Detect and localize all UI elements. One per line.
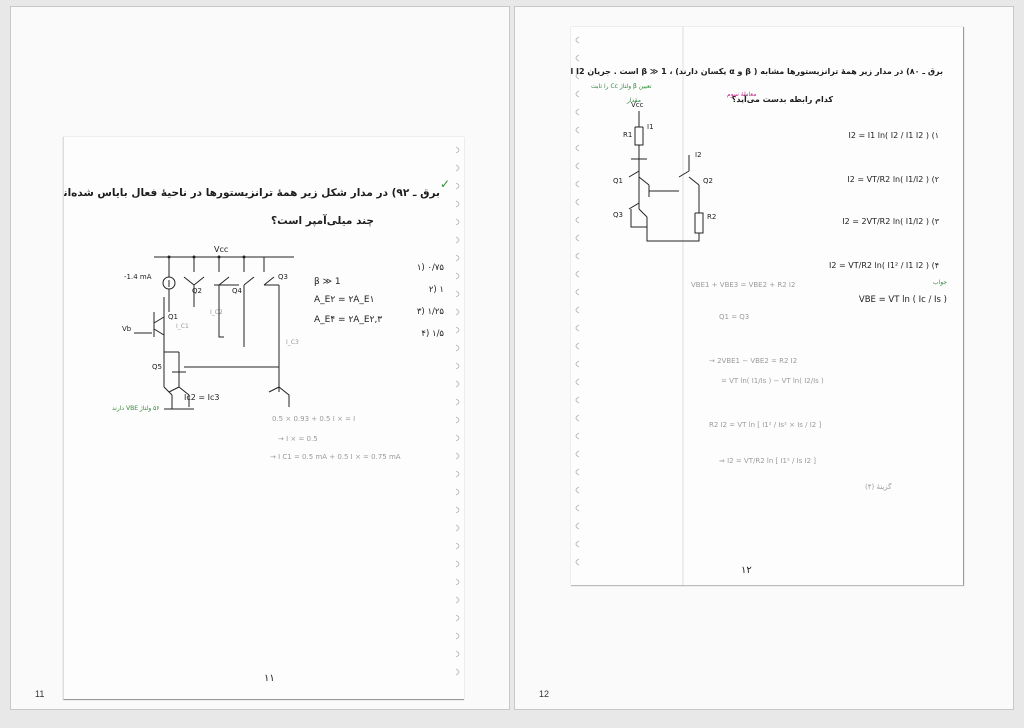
condition-1: β ≫ 1 <box>314 277 341 287</box>
scanned-notebook-page: برق ـ ۹۲) در مدار شکل زیر همهٔ ترانزیستو… <box>63 137 464 700</box>
question-line-1: برق ـ ۸۰) در مدار زیر همهٔ ترانزیستورها … <box>571 67 943 76</box>
pink-note: معادلهٔ سوم <box>727 91 757 98</box>
work-6: ⇒ I2 = VT/R2 ln [ I1² / Is I2 ] <box>719 457 816 465</box>
work-step-1: 0.5 × 0.93 + 0.5 I × = I <box>272 415 356 423</box>
question-line-2: چند میلی‌آمپر است؟ <box>271 215 374 227</box>
ic1-label: I_C1 <box>176 323 189 330</box>
ic3-label: I_C3 <box>286 339 299 346</box>
option-1: I2 = I1 ln( I2 / I1 I2 ) (۱ <box>848 131 939 140</box>
check-mark-icon: ✓ <box>439 177 450 191</box>
vcc-label: Vcc <box>631 101 644 109</box>
current-source-label: -1.4 mA <box>124 273 152 281</box>
spiral-binding <box>575 36 580 566</box>
r1-label: R1 <box>623 131 633 139</box>
spiral-binding <box>455 146 460 676</box>
option-2: I2 = VT/R2 ln( I1/I2 ) (۲ <box>847 175 939 184</box>
vb-label: Vb <box>122 325 132 333</box>
ic2-label: I_C2 <box>210 309 223 316</box>
condition-2: A_E۲ = ۲A_E۱ <box>314 295 375 305</box>
green-note: ۵۶ ولتاژ VBE دارند <box>112 405 160 412</box>
q2-label: Q2 <box>192 287 202 295</box>
page-12: برق ـ ۸۰) در مدار زیر همهٔ ترانزیستورها … <box>514 6 1014 710</box>
page-number: 11 <box>35 689 45 699</box>
handwritten-page-number: ۱۲ <box>741 565 752 576</box>
work-3: → 2VBE1 − VBE2 = R2 I2 <box>709 357 798 365</box>
work-5: R2 I2 = VT ln [ I1² / Is² × Is / I2 ] <box>709 421 822 429</box>
q1-label: Q1 <box>613 177 623 185</box>
vbe-formula-note: VBE = VT ln ( Ic / Is ) <box>858 295 947 305</box>
work-1: VBE1 + VBE3 = VBE2 + R2 I2 <box>691 281 796 289</box>
r2-label: R2 <box>707 213 717 221</box>
option-1: ۰/۷۵ (۱ <box>416 263 444 273</box>
i2-label: I2 <box>695 151 702 159</box>
page-11: برق ـ ۹۲) در مدار شکل زیر همهٔ ترانزیستو… <box>10 6 510 710</box>
margin-line <box>682 27 684 585</box>
work-4: = VT ln( I1/Is ) − VT ln( I2/Is ) <box>721 377 824 385</box>
green-note: تعیین β ولتاژ Cc را ثابت <box>591 83 652 90</box>
condition-3: A_E۴ = ۲A_E۲,۳ <box>314 315 383 325</box>
option-3: ۱/۲۵ (۳ <box>416 307 444 317</box>
option-4: ۱/۵ (۴ <box>421 329 444 339</box>
scanned-notebook-page: برق ـ ۸۰) در مدار زیر همهٔ ترانزیستورها … <box>571 27 964 586</box>
handwritten-page-number: ۱۱ <box>264 673 275 684</box>
page-number: 12 <box>539 689 550 699</box>
q2-label: Q2 <box>703 177 713 185</box>
q1-label: Q1 <box>168 313 178 321</box>
q3-label: Q3 <box>613 211 623 219</box>
circuit-diagram <box>628 111 704 242</box>
answer-note: گزینهٔ (۴) <box>865 483 892 491</box>
option-4: I2 = VT/R2 ln( I1² / I1 I2 ) (۴ <box>829 261 939 270</box>
option-3: I2 = 2VT/R2 ln( I1/I2 ) (۳ <box>842 217 939 226</box>
option-2: ۱ (۲ <box>428 285 444 295</box>
q3-label: Q3 <box>278 273 288 281</box>
vcc-label: Vcc <box>214 245 229 254</box>
q4-label: Q4 <box>232 287 242 295</box>
question-line-1: برق ـ ۹۲) در مدار شکل زیر همهٔ ترانزیستو… <box>63 187 440 199</box>
work-step-3: → I C1 = 0.5 mA + 0.5 I × = 0.75 mA <box>270 453 401 461</box>
question-line-2: کدام رابطه بدست می‌آید؟ <box>731 95 833 104</box>
green-note-2: مقدار <box>627 97 641 104</box>
work-2: Q1 = Q3 <box>719 313 750 321</box>
circuit-diagram <box>134 255 294 410</box>
i1-label: I1 <box>647 123 654 131</box>
ic-equality-note: Ic2 = Ic3 <box>184 393 220 402</box>
work-step-2: → I × = 0.5 <box>278 435 318 443</box>
vbe-note-label: جواب <box>932 279 947 286</box>
q5-label: Q5 <box>152 363 162 371</box>
